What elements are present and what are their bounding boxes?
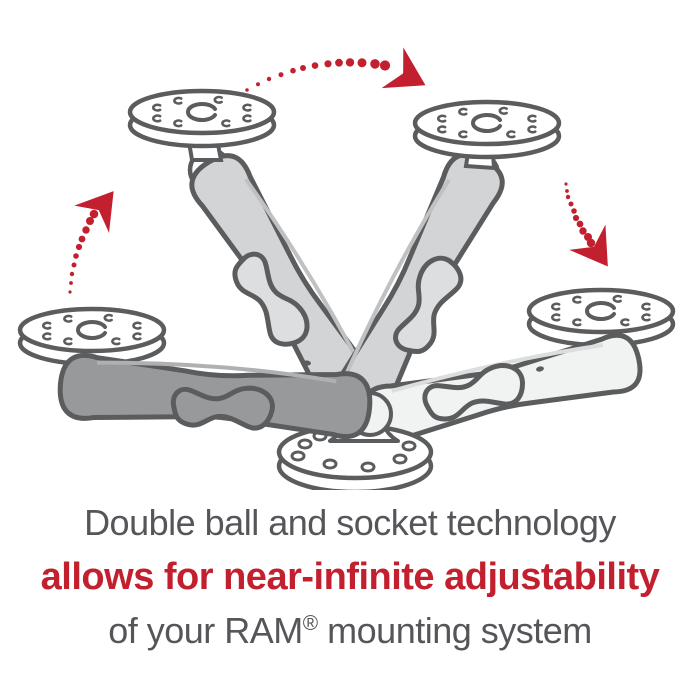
screw-detail xyxy=(303,360,311,366)
ram-mount-illustration xyxy=(0,47,700,490)
plate-top-right xyxy=(415,102,559,171)
motion-arrow-top xyxy=(245,47,437,106)
caption-line-3-suffix: mounting system xyxy=(317,610,592,651)
motion-arrow-right xyxy=(564,182,626,280)
plate-top-left xyxy=(130,91,274,162)
motion-arrow-left xyxy=(68,177,132,294)
caption-line-2: allows for near-infinite adjustability xyxy=(40,556,660,598)
screw-detail xyxy=(536,366,544,372)
registered-trademark-symbol: ® xyxy=(302,612,318,635)
arrowhead-icon xyxy=(381,47,437,106)
arm-position-right xyxy=(359,331,645,447)
caption-line-1: Double ball and socket technology xyxy=(84,502,616,543)
arm-position-left xyxy=(58,354,372,438)
arrowhead-icon xyxy=(569,224,626,280)
caption-line-3-prefix: of your RAM xyxy=(108,610,303,651)
caption: Double ball and socket technology allows… xyxy=(0,496,700,658)
caption-line-3: of your RAM® mounting system xyxy=(0,604,700,658)
arrowhead-icon xyxy=(74,177,132,233)
